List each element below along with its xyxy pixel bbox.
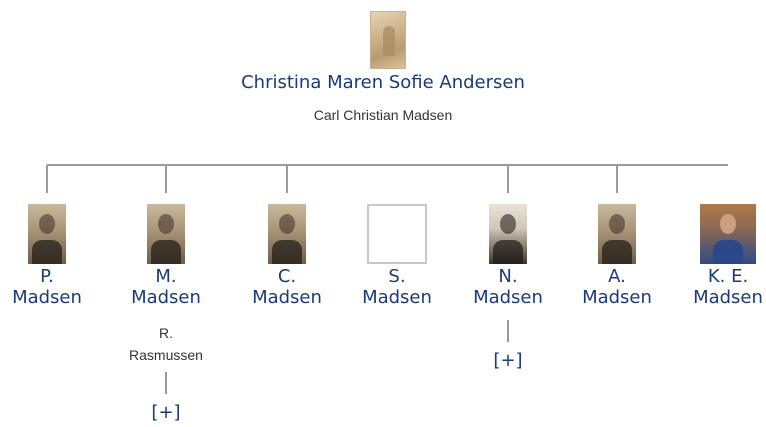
expand-descendants-button[interactable]: [+] [493, 350, 523, 371]
child-card[interactable]: P. Madsen [2, 204, 92, 309]
child-drop-line [507, 165, 509, 193]
child-photo[interactable] [147, 204, 185, 264]
child-card[interactable]: A. Madsen [572, 204, 662, 309]
child-initial[interactable]: P. [40, 266, 54, 287]
child-surname[interactable]: Madsen [582, 287, 652, 308]
child-card[interactable]: N. Madsen [463, 204, 553, 309]
child-drop-line [286, 165, 288, 193]
root-spouse[interactable]: Carl Christian Madsen [313, 107, 453, 123]
expand-connector-line [165, 372, 167, 394]
child-surname[interactable]: Madsen [12, 287, 82, 308]
child-initial[interactable]: M. [155, 266, 177, 287]
child-spouse-surname[interactable]: Rasmussen [129, 347, 203, 363]
child-card[interactable]: K. E. Madsen [683, 204, 766, 309]
child-drop-line [165, 165, 167, 193]
child-initial[interactable]: N. [498, 266, 518, 287]
root-name[interactable]: Christina Maren Sofie Andersen [241, 72, 525, 93]
root-photo[interactable] [370, 11, 406, 69]
child-initial[interactable]: K. E. [707, 266, 749, 287]
expand-descendants-button[interactable]: [+] [151, 402, 181, 423]
child-photo[interactable] [268, 204, 306, 264]
child-photo[interactable] [598, 204, 636, 264]
child-photo[interactable] [489, 204, 527, 264]
child-photo[interactable] [700, 204, 756, 264]
child-card[interactable]: C. Madsen [242, 204, 332, 309]
child-surname[interactable]: Madsen [252, 287, 322, 308]
child-photo-placeholder[interactable] [367, 204, 427, 264]
child-drop-line [46, 165, 48, 193]
child-card[interactable]: S. Madsen [352, 204, 442, 309]
child-card[interactable]: M. Madsen [121, 204, 211, 309]
child-initial[interactable]: A. [608, 266, 626, 287]
child-surname[interactable]: Madsen [362, 287, 432, 308]
child-surname[interactable]: Madsen [473, 287, 543, 308]
child-surname[interactable]: Madsen [131, 287, 201, 308]
expand-connector-line [507, 320, 509, 342]
child-surname[interactable]: Madsen [693, 287, 763, 308]
child-drop-line [616, 165, 618, 193]
child-photo[interactable] [28, 204, 66, 264]
sibling-bar [47, 164, 728, 166]
child-initial[interactable]: S. [388, 266, 406, 287]
child-initial[interactable]: C. [277, 266, 297, 287]
child-spouse-initial[interactable]: R. [159, 325, 173, 341]
